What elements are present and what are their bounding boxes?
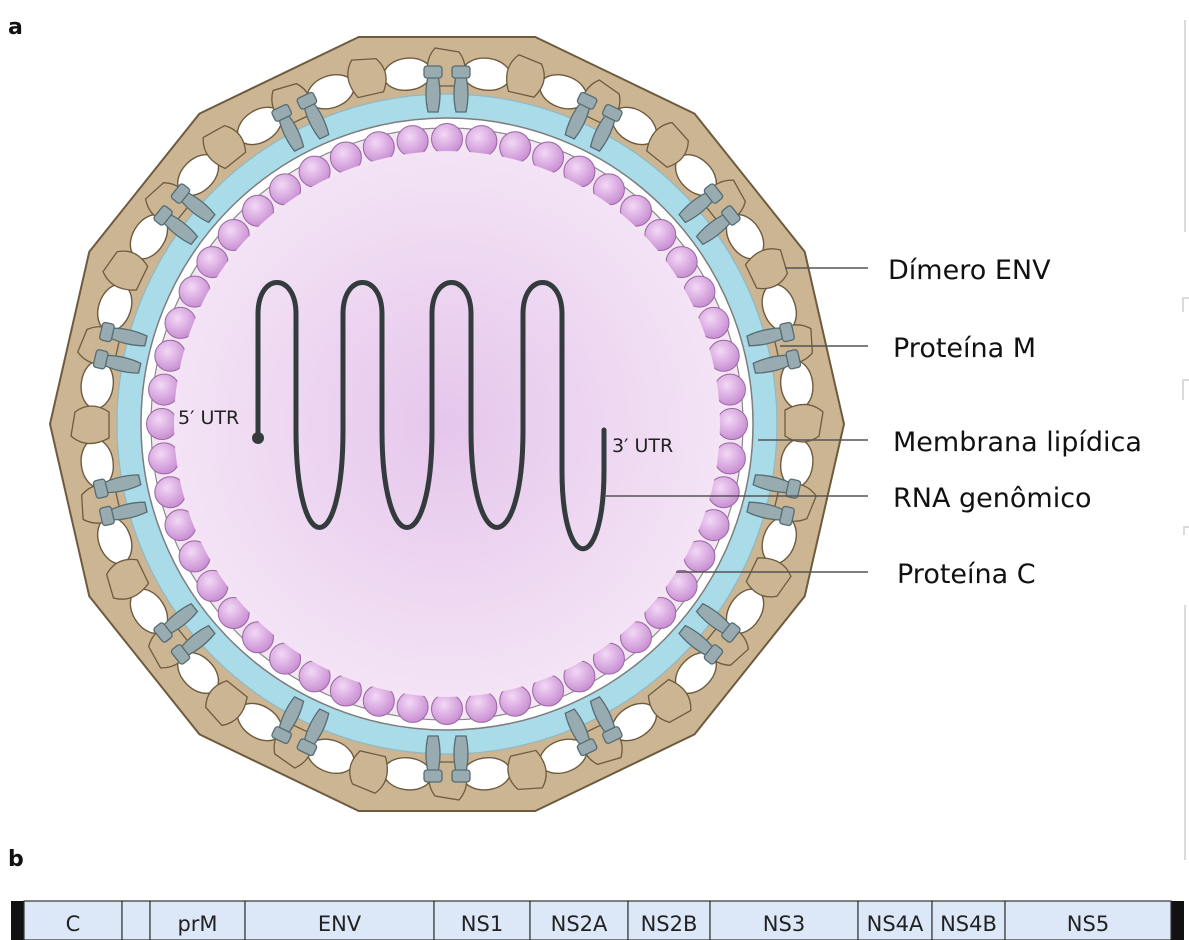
genome-end-cap — [1171, 901, 1184, 940]
genome-end-cap — [11, 901, 24, 940]
capsid-protein — [466, 126, 497, 157]
genome-segment-label: ENV — [318, 912, 362, 936]
capsid-protein — [149, 443, 180, 474]
capsid-protein — [466, 691, 497, 722]
panel-b-letter: b — [8, 847, 24, 872]
genome-segment-label: NS3 — [763, 912, 805, 936]
capsid-protein — [397, 126, 428, 157]
label-genomic-rna: RNA genômico — [893, 483, 1092, 514]
right-edge-marks — [1183, 20, 1189, 860]
genome-segment-label: NS2B — [641, 912, 698, 936]
virion-diagram: 5′ UTR 3′ UTR — [50, 37, 844, 811]
genome-segment-label: NS5 — [1067, 912, 1109, 936]
utr3-label: 3′ UTR — [612, 435, 673, 457]
env-dimer-lobe — [71, 406, 109, 444]
genome-segment — [122, 901, 150, 940]
panel-a-letter: a — [8, 15, 23, 40]
genome-segment-label: NS2A — [551, 912, 608, 936]
genome-segment-label: NS1 — [461, 912, 503, 936]
genome-segment-label: C — [66, 912, 81, 936]
capsid-protein — [147, 409, 178, 440]
capsid-protein — [717, 409, 748, 440]
genome-segment-label: prM — [177, 912, 217, 936]
capsid-protein — [149, 374, 180, 405]
genome-segment-label: NS4B — [940, 912, 997, 936]
env-dimer-lobe — [785, 404, 823, 442]
utr5-label: 5′ UTR — [178, 407, 239, 429]
label-lipid-membrane: Membrana lipídica — [893, 427, 1142, 458]
capsid-protein — [714, 374, 745, 405]
capsid-protein — [714, 443, 745, 474]
label-c-protein: Proteína C — [897, 559, 1036, 590]
capsid-protein — [432, 694, 463, 725]
label-env-dimer: Dímero ENV — [888, 255, 1051, 286]
capsid-protein — [397, 691, 428, 722]
genome-segment-label: NS4A — [867, 912, 924, 936]
label-m-protein: Proteína M — [893, 333, 1036, 364]
capsid-protein — [432, 124, 463, 155]
rna-5prime-end — [252, 432, 264, 444]
